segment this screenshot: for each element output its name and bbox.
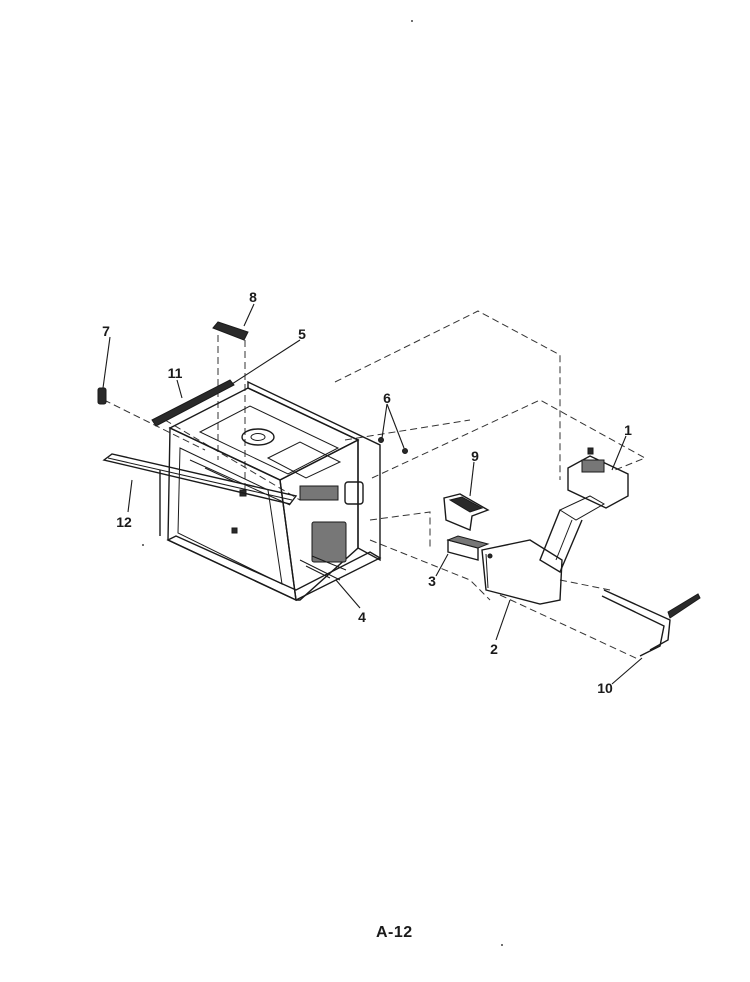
part-12-handle-bar [102, 453, 298, 536]
callout-12: 12 [116, 514, 132, 530]
part-11-top-strip [151, 379, 235, 427]
callout-10: 10 [597, 680, 613, 696]
part-3-block [446, 535, 490, 561]
callout-8: 8 [249, 289, 257, 305]
part-7-clip [97, 387, 107, 405]
scan-specks [142, 20, 503, 946]
part-10-bent-rod [601, 589, 701, 657]
callout-labels: 7 8 5 11 6 1 9 12 3 4 2 10 [102, 289, 632, 696]
callout-7: 7 [102, 323, 110, 339]
part-9-gasket [443, 493, 490, 531]
part-8-bracket [212, 321, 249, 341]
page-number: A-12 [376, 924, 413, 941]
part-6-screws [378, 437, 408, 454]
leader-lines [102, 303, 643, 685]
assembly-guide-lines [103, 310, 647, 661]
callout-2: 2 [490, 641, 498, 657]
callout-1: 1 [624, 422, 632, 438]
part-1-switch-assembly [539, 447, 629, 574]
cabinet-chassis [166, 380, 382, 602]
callout-11: 11 [168, 365, 183, 381]
callout-3: 3 [428, 573, 436, 589]
callout-9: 9 [471, 448, 479, 464]
callout-4: 4 [358, 609, 366, 625]
callout-6: 6 [383, 390, 391, 406]
part-2-cover [481, 539, 563, 605]
callout-5: 5 [298, 326, 306, 342]
